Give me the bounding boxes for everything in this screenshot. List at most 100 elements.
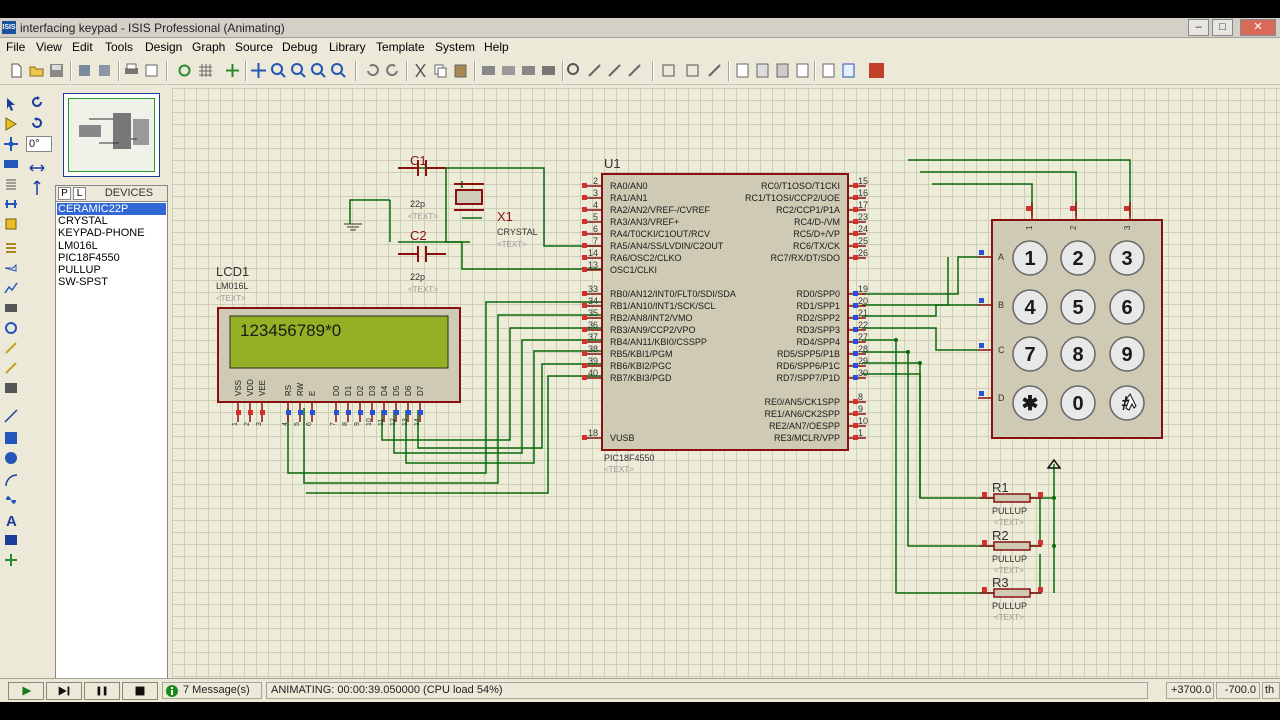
- messages-indicator[interactable]: 7 Message(s): [162, 682, 262, 699]
- import-icon[interactable]: [76, 62, 93, 79]
- new-file-icon[interactable]: [8, 62, 25, 79]
- play-button[interactable]: [8, 682, 44, 700]
- origin-icon[interactable]: [224, 62, 241, 79]
- block-delete-icon[interactable]: [540, 62, 557, 79]
- rotate-anticlockwise-icon[interactable]: [29, 115, 45, 131]
- keypad-key[interactable]: 7: [1012, 336, 1048, 372]
- virtual-instruments-icon[interactable]: [3, 380, 19, 396]
- pause-button[interactable]: [84, 682, 120, 700]
- device-pins-icon[interactable]: [3, 260, 19, 276]
- current-probe-icon[interactable]: [3, 360, 19, 376]
- pick-devices-button[interactable]: P: [58, 187, 71, 200]
- keypad-key[interactable]: 0: [1060, 385, 1096, 421]
- device-item-ceramic22p[interactable]: CERAMIC22P: [57, 203, 166, 216]
- menu-graph[interactable]: Graph: [192, 40, 226, 54]
- keypad-key[interactable]: #: [1109, 385, 1145, 421]
- circle-tool-icon[interactable]: [3, 450, 19, 466]
- box-tool-icon[interactable]: [3, 430, 19, 446]
- redo-icon[interactable]: [384, 62, 401, 79]
- device-item-crystal[interactable]: CRYSTAL: [58, 215, 108, 228]
- bom-report-icon[interactable]: [794, 62, 811, 79]
- stop-button[interactable]: [122, 682, 158, 700]
- lcd-lm016l[interactable]: LCD1 LM016L <TEXT> 123456789*0 VSS1VDD2V…: [216, 264, 461, 426]
- remove-sheet-icon[interactable]: [754, 62, 771, 79]
- symbol-tool-icon[interactable]: [3, 532, 19, 548]
- paste-icon[interactable]: [452, 62, 469, 79]
- graph-mode-icon[interactable]: [3, 280, 19, 296]
- grid-icon[interactable]: [197, 62, 214, 79]
- redraw-icon[interactable]: [176, 62, 193, 79]
- block-rotate-icon[interactable]: [520, 62, 537, 79]
- arc-tool-icon[interactable]: [3, 472, 19, 488]
- wire-autorouter-icon[interactable]: [660, 62, 677, 79]
- close-button[interactable]: ✕: [1240, 19, 1276, 36]
- menu-help[interactable]: Help: [484, 40, 509, 54]
- marker-tool-icon[interactable]: [3, 552, 19, 568]
- block-copy-icon[interactable]: [480, 62, 497, 79]
- overview-viewport[interactable]: [68, 98, 155, 172]
- exit-to-parent-icon[interactable]: [774, 62, 791, 79]
- wire-label-icon[interactable]: [3, 156, 19, 172]
- schematic-drawing[interactable]: C1 22p <TEXT> C2 22p <TEXT> X1 CRYSTAL <…: [172, 88, 1280, 692]
- keypad-key[interactable]: 8: [1060, 336, 1096, 372]
- buses-icon[interactable]: [3, 196, 19, 212]
- netlist-to-ares-icon[interactable]: [840, 62, 857, 79]
- menu-template[interactable]: Template: [376, 40, 425, 54]
- schematic-editor[interactable]: C1 22p <TEXT> C2 22p <TEXT> X1 CRYSTAL <…: [172, 88, 1280, 692]
- zoom-out-icon[interactable]: [290, 62, 307, 79]
- menu-tools[interactable]: Tools: [105, 40, 134, 54]
- text-tool-icon[interactable]: A: [3, 512, 19, 528]
- block-move-icon[interactable]: [500, 62, 517, 79]
- capacitor-c2[interactable]: C2 22p <TEXT>: [398, 228, 446, 294]
- menu-source[interactable]: Source: [235, 40, 274, 54]
- tape-recorder-icon[interactable]: [3, 300, 19, 316]
- menu-file[interactable]: File: [6, 40, 26, 54]
- selection-mode-icon[interactable]: [3, 96, 19, 112]
- menu-library[interactable]: Library: [329, 40, 366, 54]
- property-tool-icon[interactable]: [706, 62, 723, 79]
- keypad-key[interactable]: 4: [1012, 289, 1048, 325]
- keypad-key[interactable]: ✱: [1012, 385, 1048, 421]
- step-button[interactable]: [46, 682, 82, 700]
- keypad-key[interactable]: 1: [1012, 240, 1048, 276]
- packaging-tool-icon[interactable]: [606, 62, 623, 79]
- line-tool-icon[interactable]: [3, 408, 19, 424]
- pick-device-icon[interactable]: [566, 62, 583, 79]
- device-item-pullup[interactable]: PULLUP: [58, 263, 101, 276]
- mirror-y-icon[interactable]: [29, 180, 45, 196]
- mirror-x-icon[interactable]: [29, 160, 45, 176]
- device-item-lm016l[interactable]: LM016L: [58, 239, 98, 252]
- minimize-button[interactable]: –: [1188, 19, 1209, 36]
- decompose-icon[interactable]: [626, 62, 643, 79]
- keypad-key[interactable]: 3: [1109, 240, 1145, 276]
- generator-icon[interactable]: [3, 320, 19, 336]
- print-icon[interactable]: [123, 62, 140, 79]
- keypad-key[interactable]: 5: [1060, 289, 1096, 325]
- component-mode-icon[interactable]: [3, 116, 19, 132]
- overview-window[interactable]: [63, 93, 160, 177]
- export-icon[interactable]: [96, 62, 113, 79]
- open-folder-icon[interactable]: [28, 62, 45, 79]
- text-script-icon[interactable]: [3, 176, 19, 192]
- menu-design[interactable]: Design: [145, 40, 183, 54]
- device-item-pic18f4550[interactable]: PIC18F4550: [58, 251, 120, 264]
- subcircuit-icon[interactable]: [3, 216, 19, 232]
- make-device-icon[interactable]: [586, 62, 603, 79]
- menu-system[interactable]: System: [435, 40, 476, 54]
- print-area-icon[interactable]: [143, 62, 160, 79]
- library-manager-button[interactable]: L: [73, 187, 86, 200]
- cut-icon[interactable]: [412, 62, 429, 79]
- save-icon[interactable]: [48, 62, 65, 79]
- voltage-probe-icon[interactable]: [3, 340, 19, 356]
- device-item-keypad-phone[interactable]: KEYPAD-PHONE: [58, 227, 145, 240]
- new-sheet-icon[interactable]: [734, 62, 751, 79]
- erc-report-icon[interactable]: [820, 62, 837, 79]
- junction-dot-icon[interactable]: [3, 136, 19, 152]
- keypad-key[interactable]: 9: [1109, 336, 1145, 372]
- device-item-sw-spst[interactable]: SW-SPST: [58, 276, 108, 289]
